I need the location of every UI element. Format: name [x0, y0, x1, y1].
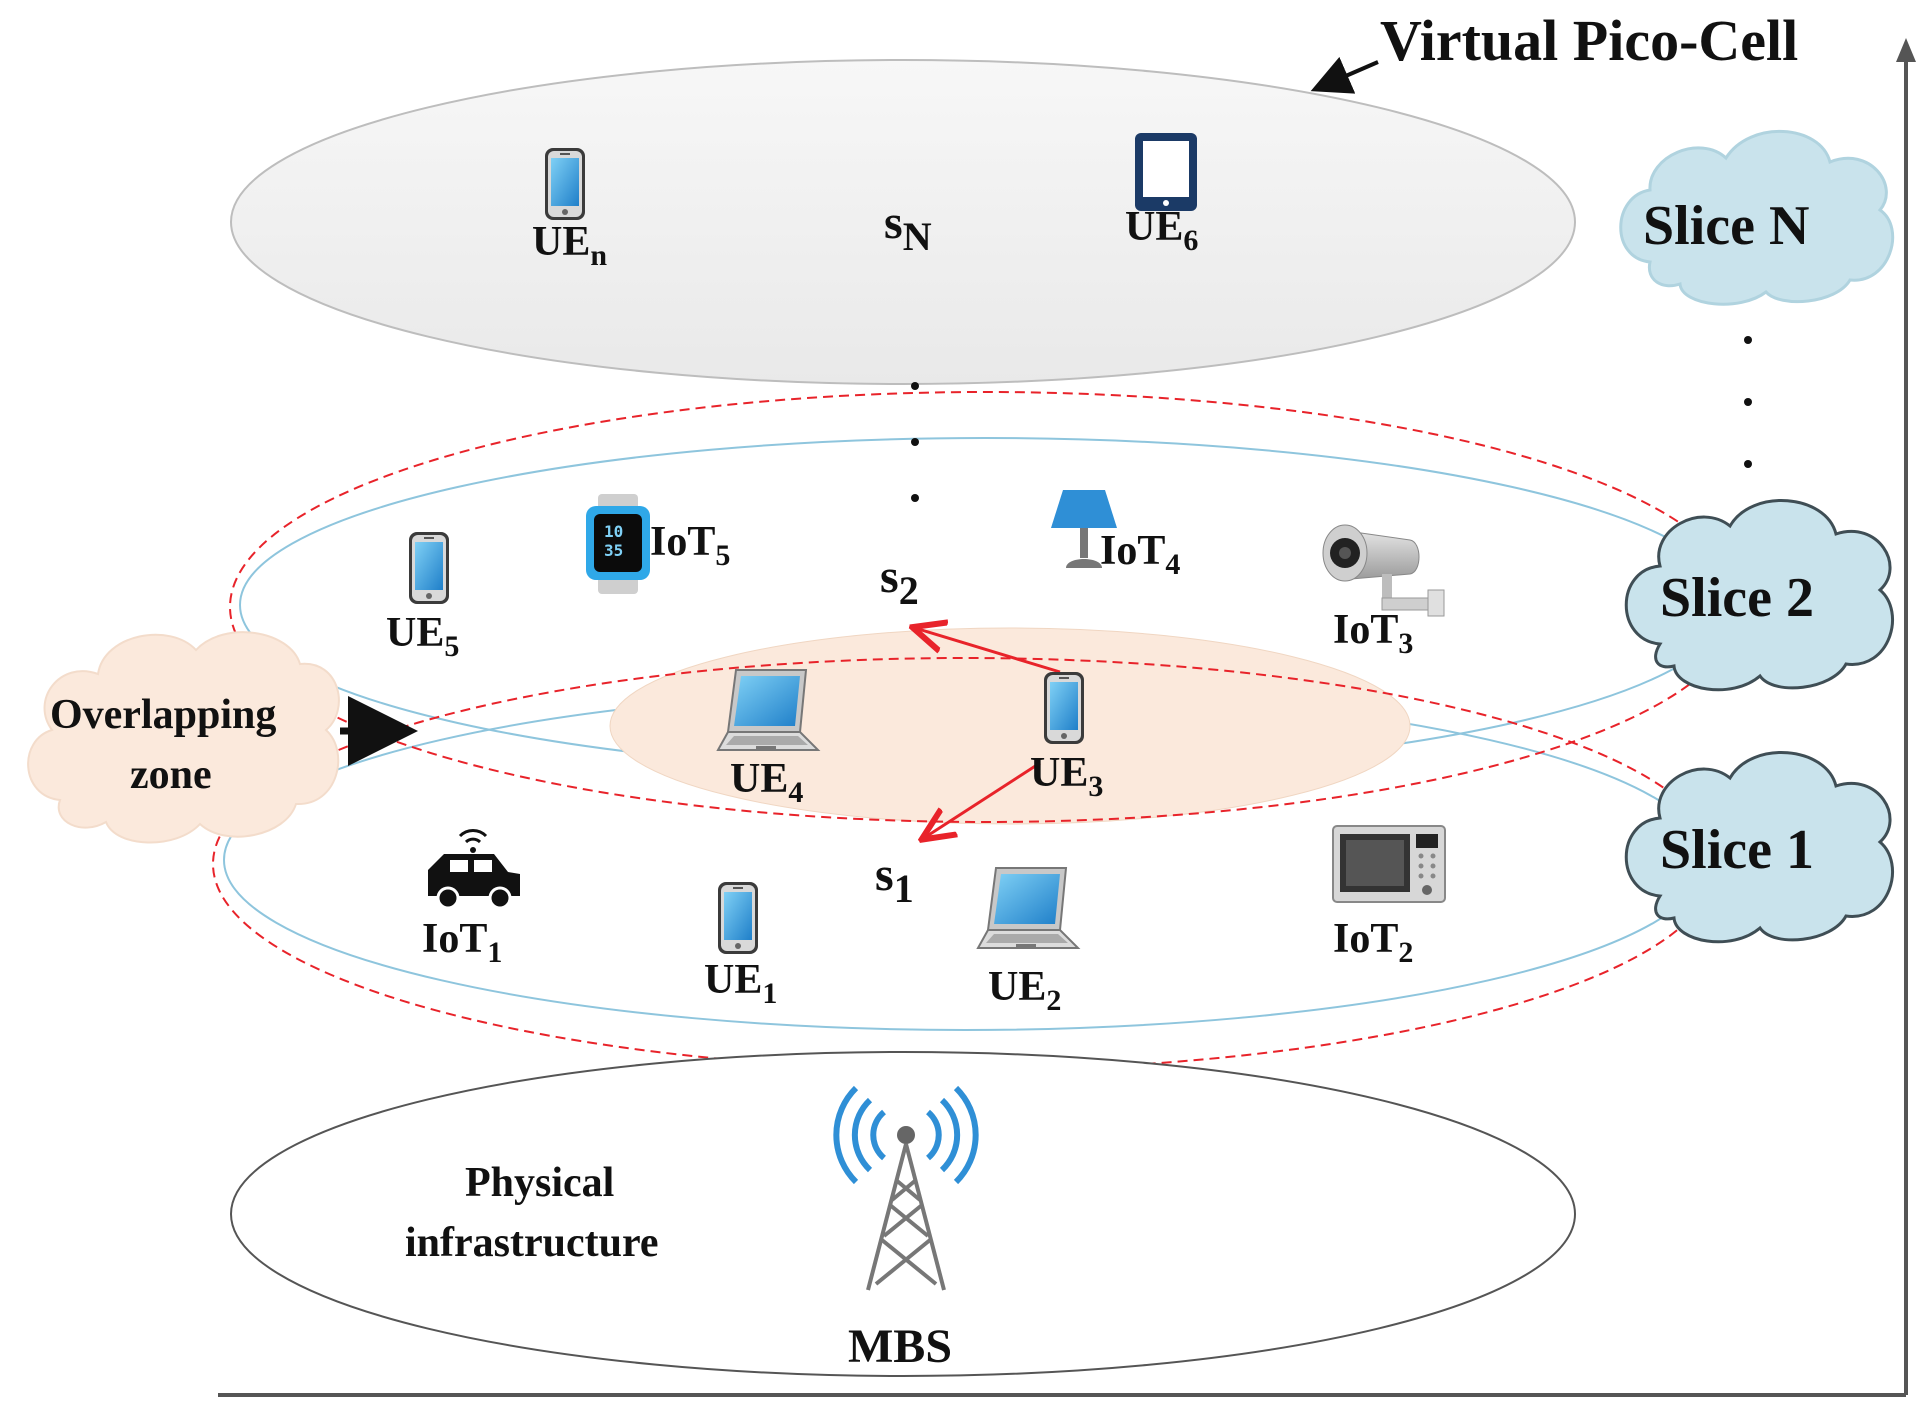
- title-pointer-arrow: [1310, 56, 1379, 94]
- ue-5-label: UE5: [386, 610, 459, 663]
- iot-3-device: IoT3: [1322, 524, 1445, 660]
- layer-ellipsis: [911, 382, 919, 502]
- tower-icon: [833, 1085, 979, 1291]
- ue-6-device: UE6: [1125, 133, 1198, 257]
- laptop-icon: [977, 867, 1079, 949]
- iot-5-device: 10 35 IoT5: [586, 494, 730, 594]
- y-axis-arrowhead: [1896, 38, 1916, 62]
- slice-n-cloud: Slice N: [1619, 129, 1895, 306]
- iot-4-device: IoT4: [1051, 490, 1180, 581]
- lamp-icon: [1051, 490, 1117, 568]
- watch-time-bottom: 35: [604, 541, 623, 560]
- ue-2-device: UE2: [977, 867, 1079, 1017]
- phone-icon: [1044, 672, 1084, 744]
- iot-1-label: IoT1: [422, 916, 502, 969]
- phone-icon: [409, 532, 449, 604]
- iot-2-device: IoT2: [1332, 825, 1446, 969]
- iot-5-label: IoT5: [650, 519, 730, 572]
- phone-icon: [718, 882, 758, 954]
- physical-label-line2: infrastructure: [405, 1220, 659, 1266]
- ue-6-label: UE6: [1125, 204, 1198, 257]
- axes: [218, 38, 1916, 1397]
- microwave-icon: [1332, 825, 1446, 903]
- iot-2-label: IoT2: [1333, 916, 1413, 969]
- ue-3-label: UE3: [1030, 750, 1103, 803]
- ue-4-device: UE4: [717, 669, 819, 809]
- overlap-cloud: Overlapping zone: [27, 631, 340, 844]
- camera-icon: [1322, 524, 1445, 617]
- tablet-icon: [1135, 133, 1197, 211]
- iot-1-device: IoT1: [422, 829, 520, 969]
- slice-1-cloud: Slice 1: [1624, 751, 1895, 944]
- ue-2-label: UE2: [988, 964, 1061, 1017]
- ue-n-device: UEn: [532, 148, 607, 272]
- mbs-label: MBS: [848, 1320, 952, 1373]
- slice-n-layer-label: sN: [884, 196, 932, 259]
- physical-label-line1: Physical: [465, 1160, 614, 1206]
- ue3-to-slice1-arrow: [924, 761, 1041, 838]
- slice-n-cloud-label: Slice N: [1643, 195, 1809, 257]
- iot-4-label: IoT4: [1100, 528, 1180, 581]
- watch-time-top: 10: [604, 522, 623, 541]
- iot-3-label: IoT3: [1333, 607, 1413, 660]
- car-icon: [428, 829, 520, 910]
- overlap-cloud-label-line2: zone: [130, 752, 212, 798]
- ue-3-device: UE3: [1030, 672, 1103, 803]
- ue-1-label: UE1: [704, 957, 777, 1010]
- slice-2-cloud: Slice 2: [1624, 499, 1895, 692]
- diagram-title: Virtual Pico-Cell: [1380, 8, 1798, 73]
- slice-2-cloud-label: Slice 2: [1660, 567, 1814, 629]
- ue-5-device: UE5: [386, 532, 459, 663]
- ue-4-label: UE4: [730, 756, 803, 809]
- slice-2-layer-label: s2: [880, 550, 919, 613]
- ue3-to-slice2-arrow: [915, 628, 1061, 674]
- ue-1-device: UE1: [704, 882, 777, 1010]
- smartwatch-icon: 10 35: [586, 494, 650, 594]
- slice-1-layer-label: s1: [875, 848, 914, 911]
- cloud-ellipsis: [1744, 336, 1752, 468]
- slice-n-layer: [230, 59, 1576, 385]
- overlap-zone: [609, 627, 1411, 825]
- overlap-cloud-label-line1: Overlapping: [50, 692, 276, 738]
- slice-1-cloud-label: Slice 1: [1660, 819, 1814, 881]
- ue-n-label: UEn: [532, 219, 607, 272]
- phone-icon: [545, 148, 585, 220]
